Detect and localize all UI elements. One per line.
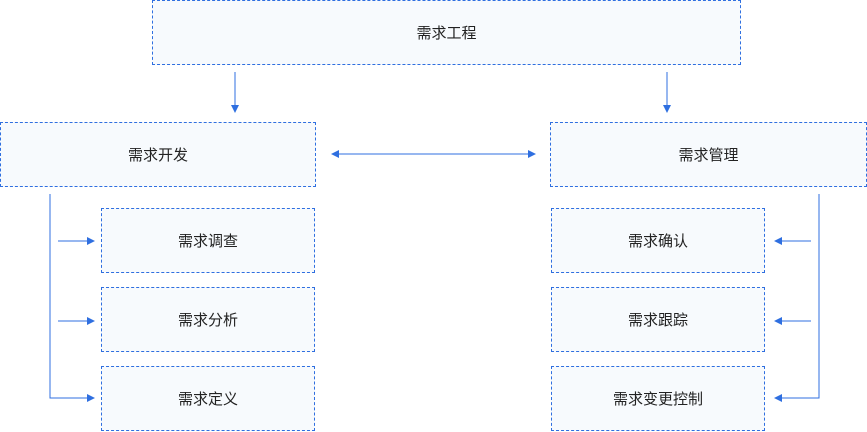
dev-trunk-line bbox=[49, 194, 95, 402]
node-label: 需求确认 bbox=[627, 232, 688, 250]
node-requirements-management: 需求管理 bbox=[550, 122, 867, 187]
node-label: 需求分析 bbox=[177, 311, 238, 329]
node-label: 需求调查 bbox=[177, 232, 238, 250]
node-mgmt-child-3: 需求变更控制 bbox=[551, 366, 765, 431]
node-requirements-engineering: 需求工程 bbox=[152, 0, 741, 65]
node-requirements-development: 需求开发 bbox=[0, 122, 316, 187]
node-label: 需求跟踪 bbox=[627, 311, 688, 329]
node-dev-child-1: 需求调查 bbox=[101, 208, 315, 273]
node-label: 需求开发 bbox=[127, 146, 188, 164]
node-label: 需求定义 bbox=[177, 390, 238, 408]
node-dev-child-3: 需求定义 bbox=[101, 366, 315, 431]
node-label: 需求工程 bbox=[416, 24, 477, 42]
node-mgmt-child-1: 需求确认 bbox=[551, 208, 765, 273]
node-mgmt-child-2: 需求跟踪 bbox=[551, 287, 765, 352]
node-dev-child-2: 需求分析 bbox=[101, 287, 315, 352]
mgmt-trunk-line bbox=[774, 194, 820, 402]
node-label: 需求变更控制 bbox=[612, 390, 703, 408]
node-label: 需求管理 bbox=[678, 146, 739, 164]
